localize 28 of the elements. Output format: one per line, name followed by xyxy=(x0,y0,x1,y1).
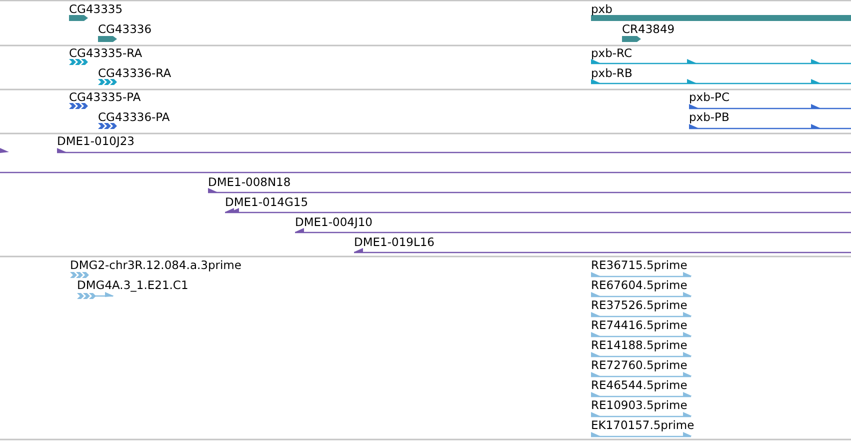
feature-label: RE37526.5prime xyxy=(591,299,688,312)
feature-label: pxb-PC xyxy=(689,91,730,104)
feature-label: CG43336-PA xyxy=(98,111,170,124)
feature-label: DME1-019L16 xyxy=(354,236,434,249)
feature-label: pxb-RB xyxy=(591,67,632,80)
feature-label: EK170157.5prime xyxy=(591,419,694,432)
feature-label: DME1-010J23 xyxy=(57,135,134,148)
feature-label: DME1-008N18 xyxy=(208,176,291,189)
feature-label: RE14188.5prime xyxy=(591,339,688,352)
feature-label: pxb xyxy=(591,3,612,16)
feature-label: CG43336-RA xyxy=(98,67,172,80)
feature-label: CG43336 xyxy=(98,23,152,36)
feature-label: RE67604.5prime xyxy=(591,279,688,292)
feature-label: CG43335-RA xyxy=(69,47,142,60)
feature-label: RE72760.5prime xyxy=(591,359,688,372)
feature-label: CR43849 xyxy=(622,23,675,36)
feature-label: DME1-004J10 xyxy=(295,216,372,229)
feature-label: pxb-RC xyxy=(591,47,632,60)
feature-label: CG43335-PA xyxy=(69,91,141,104)
feature-label: DMG2-chr3R.12.084.a.3prime xyxy=(70,259,242,272)
feature-label: RE46544.5prime xyxy=(591,379,688,392)
feature-label: DMG4A.3_1.E21.C1 xyxy=(77,279,188,292)
feature-label: RE36715.5prime xyxy=(591,259,688,272)
feature-label: CG43335 xyxy=(69,3,123,16)
feature-label: RE74416.5prime xyxy=(591,319,688,332)
feature-label: pxb-PB xyxy=(689,111,730,124)
feature-label: RE10903.5prime xyxy=(591,399,688,412)
feature-label: DME1-014G15 xyxy=(225,196,308,209)
